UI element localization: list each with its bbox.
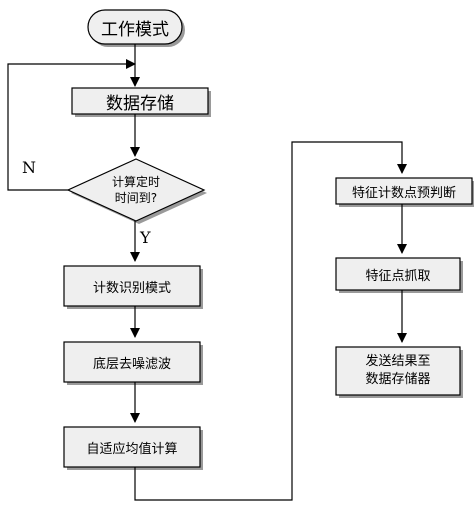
storage-box (71, 87, 209, 115)
no-loop-line (7, 59, 136, 191)
adaptive-mean-box (63, 426, 201, 468)
count-mode-box (63, 265, 201, 307)
start-terminator (87, 9, 183, 45)
denoise-box (63, 341, 201, 383)
prejudge-box (335, 177, 473, 205)
yes-branch-label: Y (140, 228, 151, 247)
decision-diamond (66, 158, 206, 222)
send-box (335, 346, 461, 396)
connector-to-right-column (134, 141, 407, 501)
capture-box (335, 257, 461, 291)
no-branch-label: N (22, 158, 36, 177)
